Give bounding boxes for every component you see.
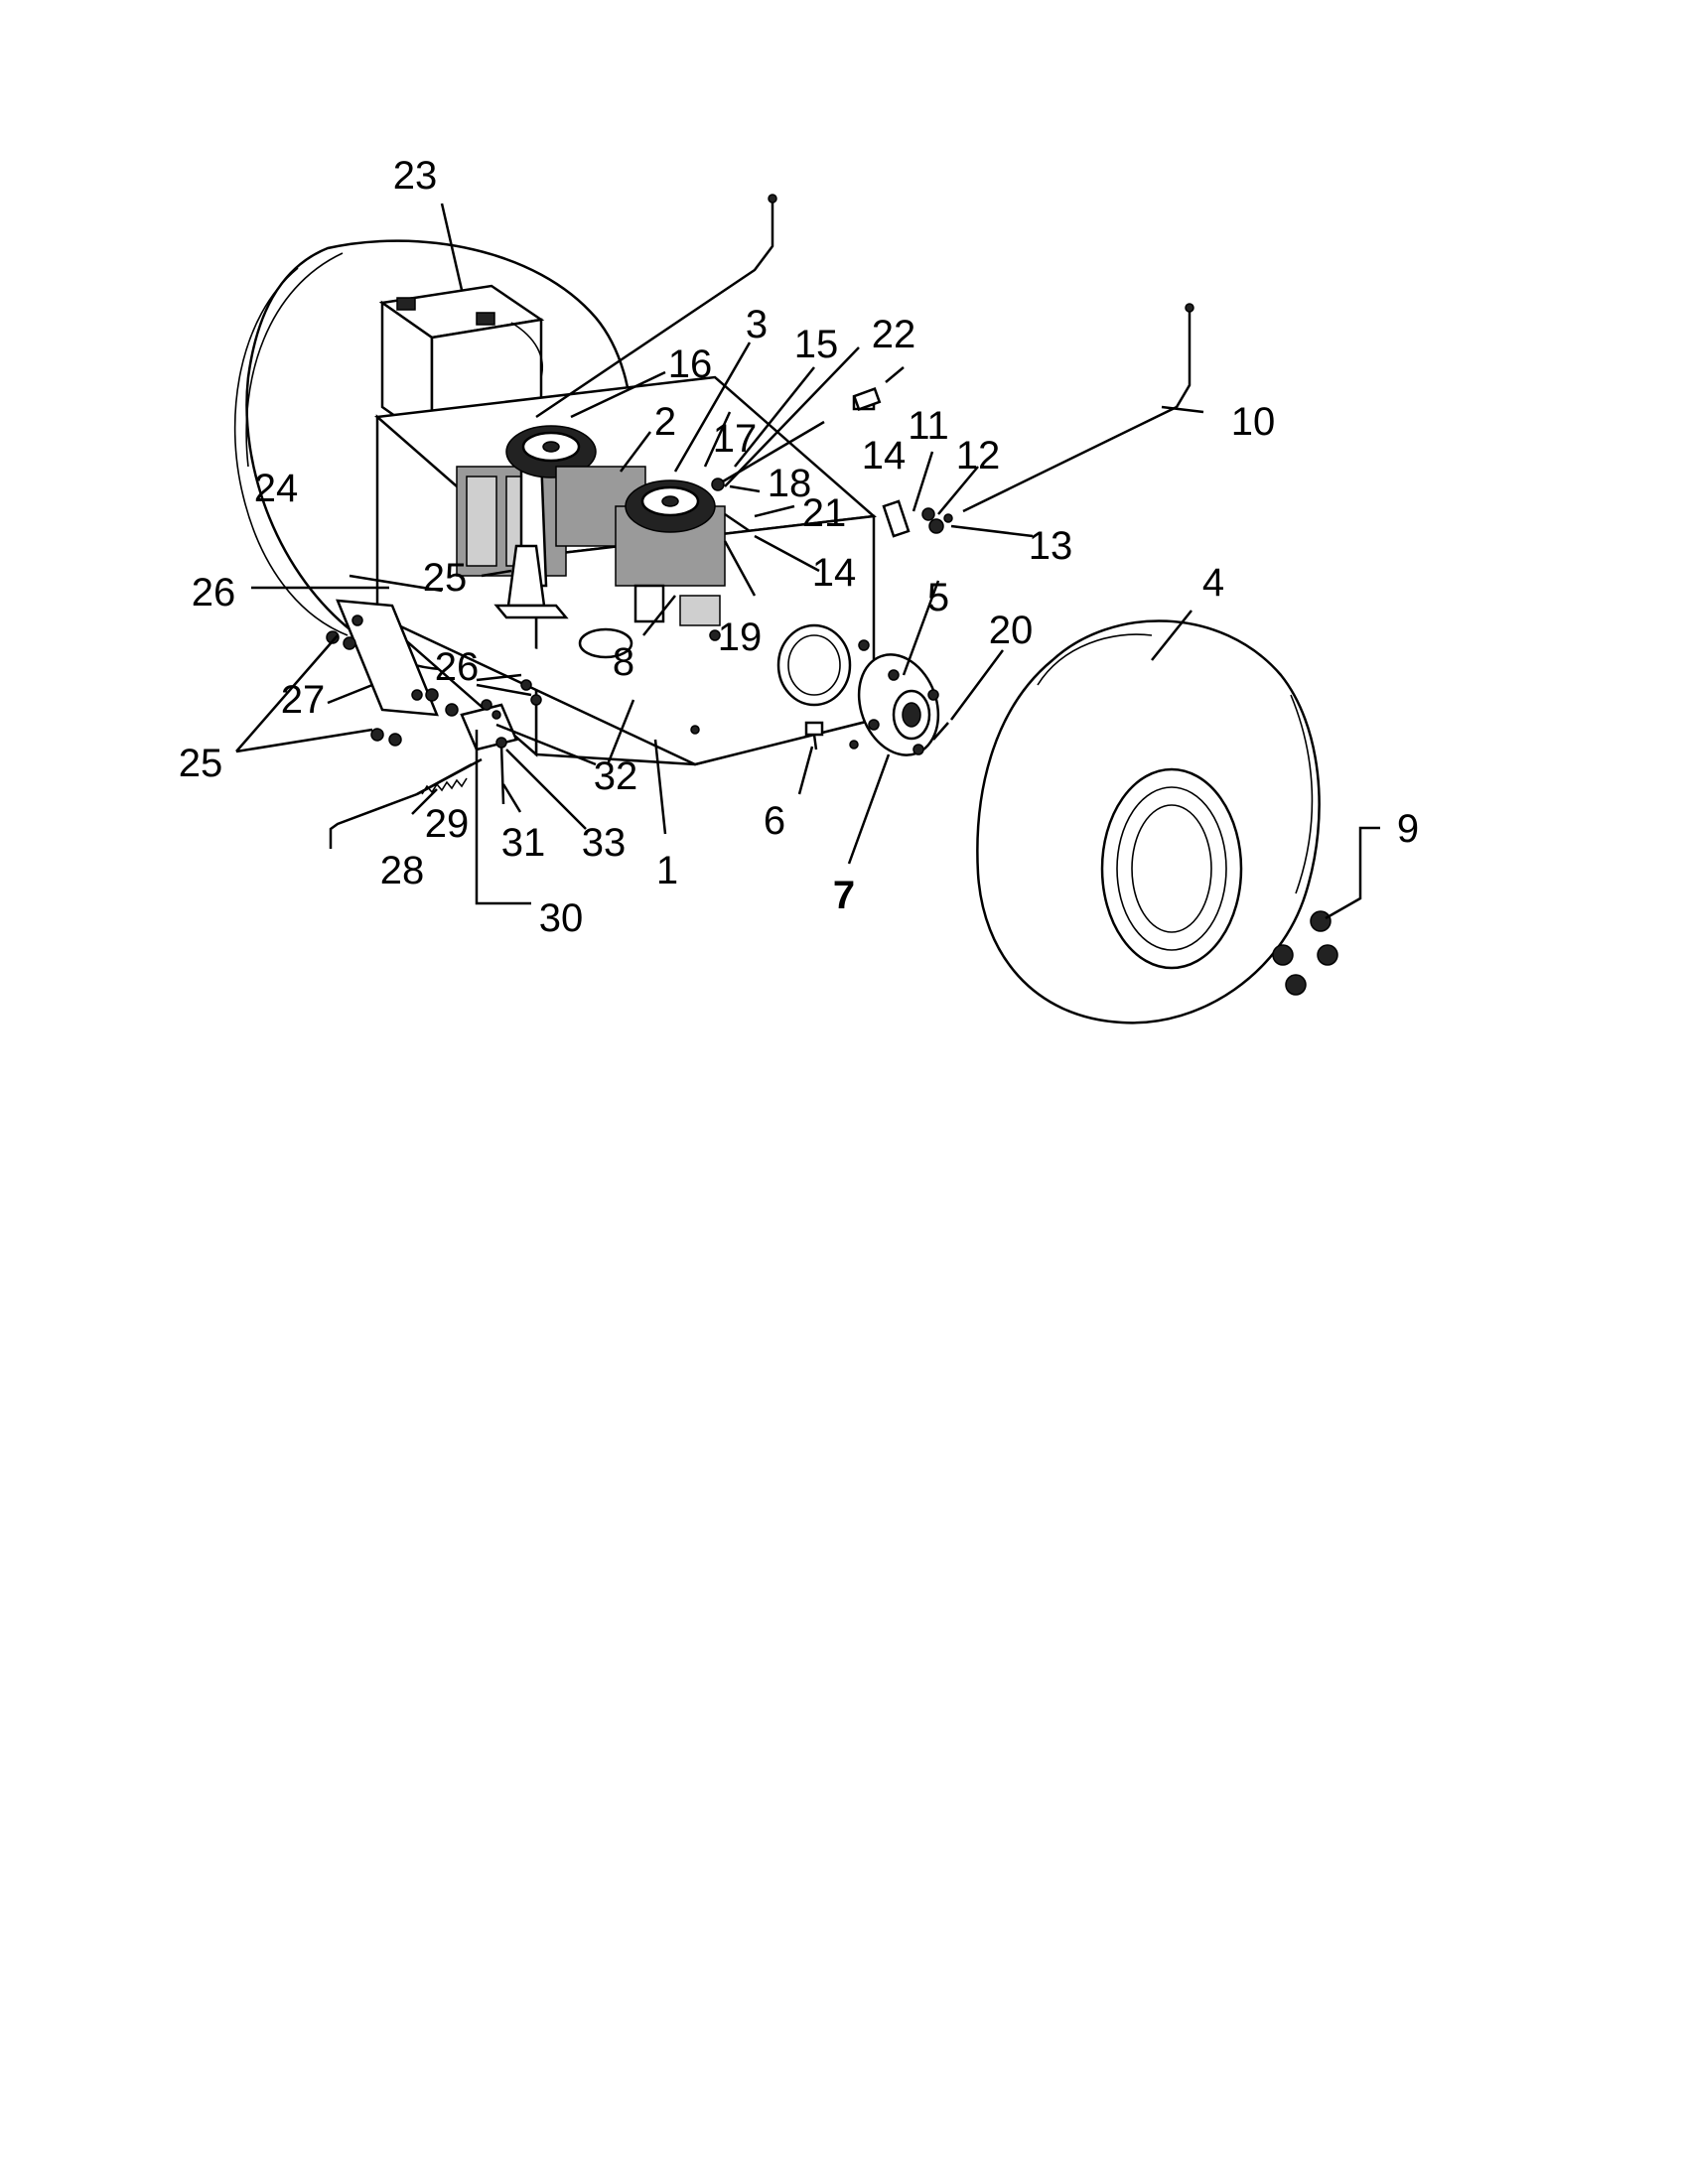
label-33: 33 (582, 821, 627, 865)
control-rod-illustration (535, 194, 1194, 513)
bracket-illustration (493, 544, 569, 619)
label-19: 19 (718, 615, 763, 659)
label-10: 10 (1231, 400, 1276, 444)
right-tire-illustration (976, 619, 1321, 1024)
label-31: 31 (501, 821, 546, 865)
label-14-upper: 14 (862, 434, 907, 478)
hardware-illustration (326, 630, 542, 747)
label-4: 4 (1202, 561, 1224, 605)
label-6: 6 (764, 799, 785, 843)
label-1: 1 (656, 849, 678, 892)
label-21: 21 (802, 491, 847, 535)
leader-lines (235, 203, 1380, 920)
left-pulley-illustration (505, 425, 646, 547)
label-27: 27 (281, 678, 326, 722)
label-26-lower: 26 (435, 645, 480, 689)
label-20: 20 (989, 609, 1034, 652)
label-26-upper: 26 (192, 571, 236, 614)
label-11: 11 (908, 404, 949, 448)
label-17: 17 (713, 417, 758, 461)
label-15: 15 (794, 323, 839, 366)
right-transaxle-illustration (615, 479, 726, 626)
label-3: 3 (746, 303, 768, 346)
label-24: 24 (254, 467, 299, 510)
wheel-hub-illustration (857, 653, 949, 756)
fitting-illustration (852, 387, 882, 411)
label-9: 9 (1397, 807, 1419, 851)
label-7: 7 (833, 874, 855, 917)
bolt-illustration (804, 721, 824, 751)
label-23: 23 (393, 154, 438, 198)
linkage-illustration (329, 703, 518, 849)
label-5: 5 (927, 576, 949, 619)
label-2: 2 (654, 400, 676, 444)
label-32: 32 (594, 754, 638, 798)
label-22: 22 (872, 313, 916, 356)
label-13: 13 (1029, 524, 1073, 568)
label-18: 18 (768, 462, 812, 505)
label-16: 16 (668, 342, 713, 386)
label-25-lower: 25 (179, 742, 223, 785)
label-8: 8 (613, 640, 634, 684)
lug-nuts-illustration (1272, 910, 1338, 996)
label-12: 12 (956, 434, 1001, 478)
callout-labels: 23 3 15 22 16 2 17 11 12 14 10 24 18 21 … (179, 154, 1419, 940)
label-29: 29 (425, 802, 470, 846)
label-30: 30 (539, 896, 584, 940)
label-25-upper: 25 (423, 556, 468, 600)
rear-plate-illustration (336, 599, 439, 717)
label-14-lower: 14 (812, 551, 857, 595)
label-28: 28 (380, 849, 425, 892)
